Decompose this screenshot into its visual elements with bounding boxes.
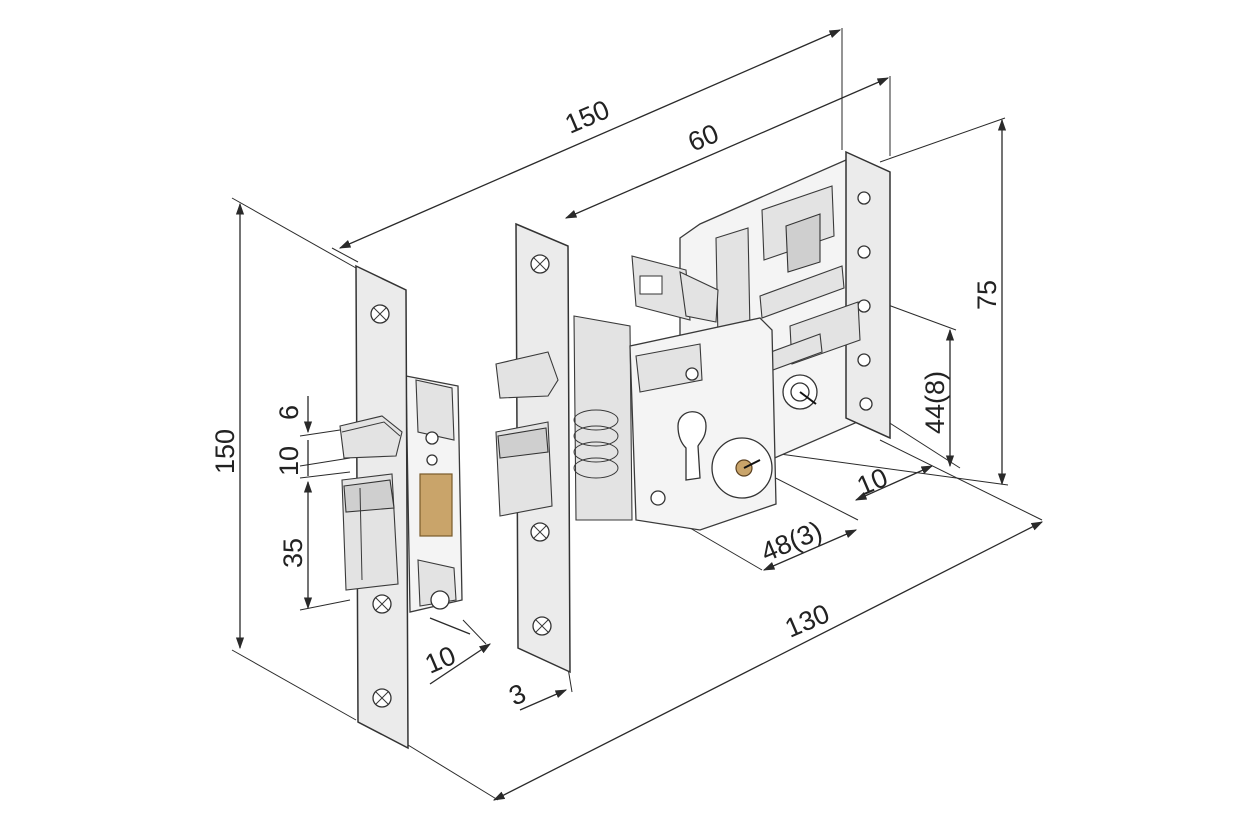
dim-latch-gap: 10 [274, 446, 304, 476]
dim-case-length: 130 [781, 598, 834, 643]
dim-faceplate-height: 150 [210, 429, 240, 474]
brass-follower [419, 473, 453, 537]
faceplate-screw-icon [370, 304, 392, 708]
dim-plate-thickness: 3 [505, 678, 531, 711]
dim-case-height: 75 [972, 280, 1002, 310]
dimension-lines [235, 29, 1044, 801]
middle-faceplate-assembly [495, 222, 571, 674]
faceplate-screw-icon [530, 254, 552, 636]
latch-bolt [339, 415, 403, 459]
dim-deadbolt-height: 35 [278, 538, 308, 568]
left-faceplate-assembly [339, 264, 463, 750]
main-lock-body [573, 150, 891, 531]
dim-bolt-throw: 10 [421, 640, 460, 679]
dim-latch-projection: 6 [274, 405, 304, 420]
case-screw-icon [425, 431, 439, 445]
dim-backset-lower: 48(3) [757, 515, 827, 567]
latch-bolt [495, 351, 559, 399]
faceplate-screw-icon [857, 191, 873, 411]
adjust-screw-icon [430, 590, 450, 610]
dim-backset-upper: 44(8) [920, 371, 950, 434]
keyhole-icon [677, 411, 707, 481]
